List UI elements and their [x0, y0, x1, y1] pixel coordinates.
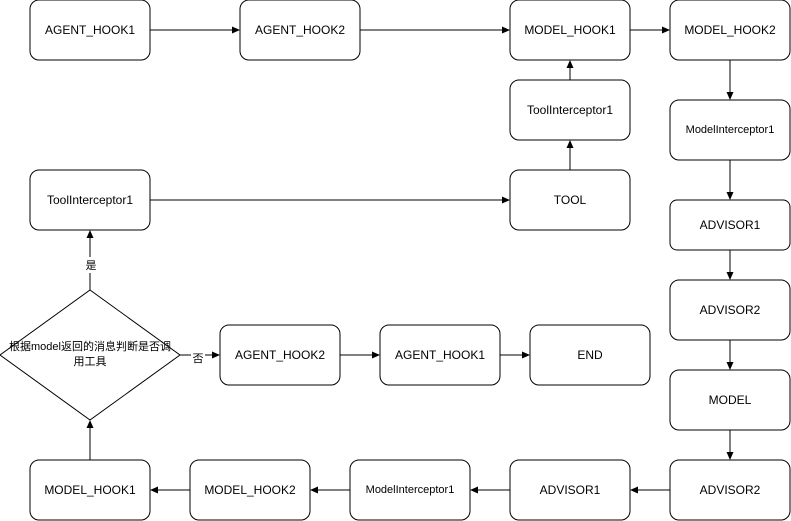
no-label-background	[191, 350, 205, 366]
arrowhead	[566, 60, 574, 68]
node-model-interceptor-right: ModelInterceptor1	[669, 99, 791, 161]
node-tool: TOOL	[509, 169, 631, 231]
node-box	[219, 324, 341, 386]
node-label: ModelInterceptor1	[366, 484, 455, 496]
node-box	[239, 0, 361, 61]
arrowhead	[502, 196, 510, 204]
node-end: END	[529, 324, 651, 386]
node-decision: 根据model返回的消息判断是否调 用工具	[0, 289, 181, 421]
decision-label-line2: 用工具	[74, 355, 107, 368]
node-label: AGENT_HOOK2	[255, 23, 345, 37]
node-model: MODEL	[669, 369, 791, 431]
arrowhead	[662, 26, 670, 34]
arrowhead	[726, 92, 734, 100]
arrowhead	[566, 140, 574, 148]
node-model-hook1-bottom: MODEL_HOOK1	[29, 459, 151, 521]
node-model-hook2-bottom: MODEL_HOOK2	[189, 459, 311, 521]
node-label: TOOL	[554, 193, 587, 207]
node-agent-hook2-mid: AGENT_HOOK2	[219, 324, 341, 386]
arrowhead	[232, 26, 240, 34]
node-tool-interceptor-left: ToolInterceptor1	[29, 169, 151, 231]
arrowhead	[372, 351, 380, 359]
node-box	[509, 459, 631, 521]
node-advisor1-right: ADVISOR1	[669, 199, 791, 251]
node-label: ADVISOR2	[700, 483, 761, 497]
arrowhead	[150, 486, 158, 494]
yes-label-background	[84, 257, 98, 273]
edges	[86, 26, 734, 494]
arrowhead	[310, 486, 318, 494]
node-box	[669, 99, 791, 161]
node-box	[509, 169, 631, 231]
node-box	[29, 459, 151, 521]
arrowhead	[470, 486, 478, 494]
node-box	[529, 324, 651, 386]
arrowhead	[726, 452, 734, 460]
edge-labels: 是 否	[84, 257, 205, 366]
node-agent-hook1-top: AGENT_HOOK1	[29, 0, 151, 61]
arrowhead	[726, 272, 734, 280]
node-tool-interceptor-mid: ToolInterceptor1	[509, 79, 631, 141]
decision-diamond	[0, 289, 181, 421]
node-label: MODEL_HOOK1	[44, 483, 136, 497]
node-label: MODEL_HOOK2	[204, 483, 296, 497]
node-label: ToolInterceptor1	[47, 193, 133, 207]
decision-label-line1: 根据model返回的消息判断是否调	[9, 339, 171, 353]
node-advisor2-right: ADVISOR2	[669, 279, 791, 341]
node-box	[669, 279, 791, 341]
node-box	[669, 0, 791, 61]
node-label: ADVISOR1	[700, 218, 761, 232]
node-box	[669, 369, 791, 431]
arrowhead	[86, 230, 94, 238]
node-label: AGENT_HOOK2	[235, 348, 325, 362]
node-box	[29, 0, 151, 61]
node-label: ModelInterceptor1	[686, 124, 775, 136]
node-advisor1-bottom: ADVISOR1	[509, 459, 631, 521]
arrowhead	[522, 351, 530, 359]
node-label: AGENT_HOOK1	[45, 23, 135, 37]
node-model-hook1-top: MODEL_HOOK1	[509, 0, 631, 61]
node-label: MODEL	[709, 393, 752, 407]
node-box	[379, 324, 501, 386]
node-box	[509, 0, 631, 61]
node-label: MODEL_HOOK1	[524, 23, 616, 37]
arrowhead	[212, 351, 220, 359]
node-label: AGENT_HOOK1	[395, 348, 485, 362]
arrowhead	[726, 192, 734, 200]
arrowhead	[502, 26, 510, 34]
node-agent-hook1-mid: AGENT_HOOK1	[379, 324, 501, 386]
node-label: MODEL_HOOK2	[684, 23, 776, 37]
node-label: END	[577, 348, 603, 362]
arrowhead	[726, 362, 734, 370]
node-box	[509, 79, 631, 141]
node-box	[669, 459, 791, 521]
node-model-interceptor-bottom: ModelInterceptor1	[349, 459, 471, 521]
node-label: ADVISOR1	[540, 483, 601, 497]
node-box	[29, 169, 151, 231]
node-box	[189, 459, 311, 521]
node-advisor2-bottom: ADVISOR2	[669, 459, 791, 521]
arrowhead	[86, 420, 94, 428]
yes-label: 是	[86, 259, 97, 272]
node-label: ToolInterceptor1	[527, 103, 613, 117]
node-agent-hook2-top: AGENT_HOOK2	[239, 0, 361, 61]
node-box	[349, 459, 471, 521]
node-label: ADVISOR2	[700, 303, 761, 317]
no-label: 否	[193, 353, 204, 365]
node-box	[669, 199, 791, 251]
arrowhead	[630, 486, 638, 494]
node-model-hook2-top: MODEL_HOOK2	[669, 0, 791, 61]
